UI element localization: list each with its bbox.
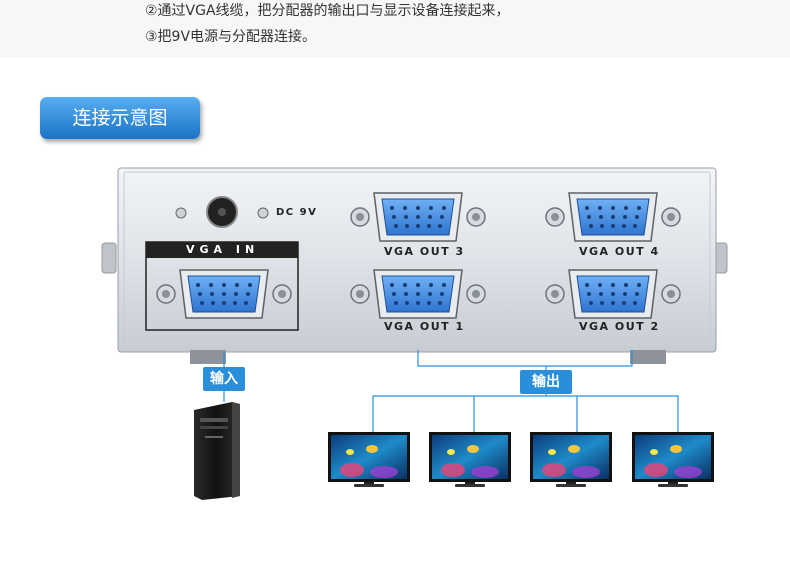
monitor-4-icon	[632, 432, 714, 487]
monitor-distribution-line	[372, 395, 679, 432]
output-tag: 输出	[520, 370, 572, 394]
monitor-2-icon	[429, 432, 511, 487]
led-icon	[257, 207, 269, 219]
vga-in-port	[156, 269, 292, 319]
side-screw-left	[101, 242, 117, 274]
vga-out-4-label: VGA OUT 4	[579, 245, 660, 258]
computer-tower-icon	[194, 402, 240, 500]
vga-out-1-port	[350, 269, 486, 319]
output-bracket-line	[417, 350, 633, 367]
dc-9v-label: DC 9V	[276, 207, 318, 218]
vga-out-2-port	[545, 269, 681, 319]
led-icon	[175, 207, 187, 219]
device-foot-right	[630, 350, 666, 364]
device-foot-left	[190, 350, 226, 364]
instructions-panel: ②通过VGA线缆，把分配器的输出口与显示设备连接起来， ③把9V电源与分配器连接…	[0, 0, 790, 58]
vga-out-3-port	[350, 192, 486, 242]
monitor-1-icon	[328, 432, 410, 487]
monitor-3-icon	[530, 432, 612, 487]
section-title-badge: 连接示意图	[40, 97, 200, 139]
vga-out-2-label: VGA OUT 2	[579, 320, 660, 333]
instruction-line-3: ③把9V电源与分配器连接。	[145, 29, 317, 45]
vga-out-4-port	[545, 192, 681, 242]
vga-out-3-label: VGA OUT 3	[384, 245, 465, 258]
instruction-line-2: ②通过VGA线缆，把分配器的输出口与显示设备连接起来，	[145, 3, 510, 19]
vga-in-label: VGA IN	[186, 243, 260, 256]
input-tag: 输入	[203, 367, 245, 391]
vga-out-1-label: VGA OUT 1	[384, 320, 465, 333]
